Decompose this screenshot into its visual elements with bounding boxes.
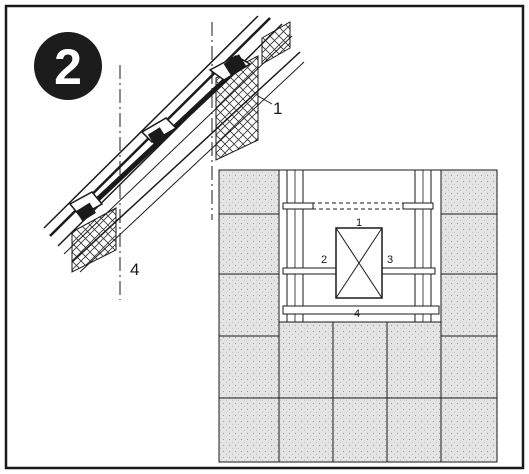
rafter-top — [261, 21, 291, 65]
roof-plan-view: 1 2 3 4 — [218, 169, 498, 463]
tile — [218, 169, 280, 215]
tile — [440, 213, 498, 275]
tile — [278, 321, 334, 399]
tile — [440, 397, 498, 463]
tile — [218, 213, 280, 275]
batten-bottom — [282, 305, 440, 315]
tile — [386, 321, 442, 399]
section-label-top: 1 — [273, 99, 282, 118]
plan-label-1: 1 — [356, 217, 362, 229]
diagram-border — [4, 4, 525, 470]
tile — [218, 335, 280, 399]
plan-label-3: 3 — [387, 254, 393, 266]
roof-section-view: 1 4 — [43, 15, 305, 300]
tile — [440, 273, 498, 337]
step-number: 2 — [54, 39, 82, 95]
step-badge: 2 — [34, 32, 102, 100]
tile — [440, 335, 498, 399]
plan-label-2: 2 — [321, 254, 327, 266]
tile — [278, 397, 334, 463]
tile — [386, 397, 442, 463]
section-label-bottom: 4 — [130, 260, 139, 279]
tile — [218, 273, 280, 337]
tile — [332, 397, 388, 463]
rafter-lower — [71, 207, 117, 273]
tile — [440, 169, 498, 215]
tile — [218, 397, 280, 463]
plan-label-4: 4 — [354, 308, 360, 320]
tile — [332, 321, 388, 399]
